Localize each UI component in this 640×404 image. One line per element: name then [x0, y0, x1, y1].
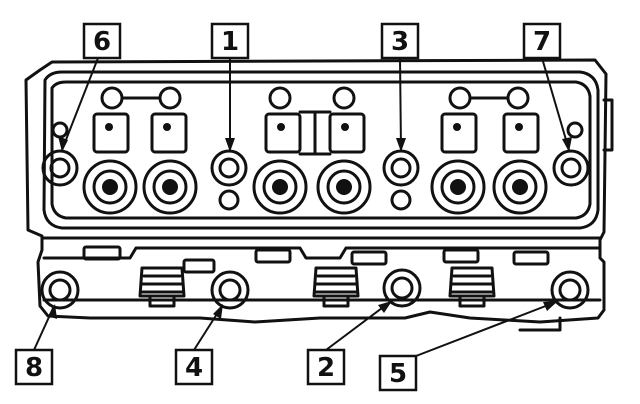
- valve-spring: [142, 159, 198, 215]
- bottom-tab: [518, 316, 562, 332]
- corner-screw: [51, 121, 69, 139]
- pedestal-bolt: [163, 123, 171, 131]
- small-hole: [390, 189, 412, 211]
- port-3: [254, 248, 292, 264]
- leader-5: [415, 301, 557, 357]
- arrowhead-5: [543, 301, 558, 311]
- callout-5: 5: [378, 354, 418, 392]
- arrowhead-1: [225, 138, 235, 152]
- port-4: [350, 250, 388, 266]
- rocker-pedestals: [92, 110, 540, 156]
- top-hole: [506, 86, 530, 110]
- valve-spring: [82, 159, 138, 215]
- callout-7-label: 7: [533, 27, 551, 57]
- callout-2-label: 2: [317, 353, 335, 383]
- callout-4: 4: [174, 348, 214, 386]
- head-outline: [24, 58, 608, 324]
- callout-6-label: 6: [93, 27, 111, 57]
- port-5: [442, 248, 480, 264]
- callout-8-label: 8: [25, 353, 43, 383]
- top-hole: [448, 86, 472, 110]
- leader-7: [541, 57, 570, 151]
- callout-3: 3: [380, 22, 420, 60]
- top-hole: [158, 86, 182, 110]
- pedestal-bolt: [105, 123, 113, 131]
- pedestal: [150, 112, 188, 154]
- head-bolt-4: [210, 270, 250, 310]
- leader-2: [325, 301, 391, 351]
- arrowhead-4: [213, 304, 223, 319]
- right-notch: [602, 98, 614, 152]
- callout-3-label: 3: [391, 27, 409, 57]
- head-bolts: [40, 149, 590, 310]
- arrowhead-7: [562, 137, 572, 152]
- pedestal: [92, 112, 130, 154]
- callout-5-label: 5: [389, 359, 407, 389]
- spark-plug: [138, 266, 186, 308]
- pedestal: [264, 112, 302, 154]
- intake-ports: [82, 245, 550, 274]
- pedestal: [502, 112, 540, 154]
- head-bolt-3: [382, 149, 420, 187]
- pedestal-bolt: [453, 123, 461, 131]
- arrowhead-2: [378, 301, 392, 313]
- head-bolt-8: [40, 270, 80, 310]
- pedestal-bolt: [277, 123, 285, 131]
- top-small-holes: [100, 86, 530, 110]
- callout-1-label: 1: [221, 27, 239, 57]
- corner-screw: [566, 121, 584, 139]
- port-2: [182, 258, 216, 274]
- rocker-rail: [42, 70, 600, 230]
- callouts: 6 1 3 7 8 4 2 5: [14, 22, 562, 392]
- head-bolt-7: [552, 149, 590, 187]
- valve-spring: [252, 159, 308, 215]
- valve-spring: [316, 159, 372, 215]
- head-bolt-1: [210, 149, 248, 187]
- valve-springs: [82, 159, 548, 215]
- cylinder-head-body: [24, 58, 614, 332]
- port-6: [512, 250, 550, 266]
- leader-6: [61, 57, 99, 151]
- leader-arrowheads: [48, 136, 572, 319]
- callout-6: 6: [82, 22, 122, 60]
- callout-2: 2: [306, 348, 346, 386]
- top-hole: [100, 86, 124, 110]
- arrowhead-3: [396, 138, 406, 152]
- center-bracket: [298, 110, 332, 156]
- callout-7: 7: [522, 22, 562, 60]
- arrowhead-8: [48, 304, 57, 319]
- pedestal-bolt: [341, 123, 349, 131]
- spark-plug: [312, 266, 360, 308]
- arrowhead-6: [58, 136, 68, 152]
- small-hole: [218, 189, 240, 211]
- spark-plugs: [138, 266, 496, 308]
- inner-rail: [50, 80, 592, 220]
- pedestal-bolt: [515, 123, 523, 131]
- callout-4-label: 4: [185, 353, 203, 383]
- valve-spring: [492, 159, 548, 215]
- head-bolt-6: [41, 149, 79, 187]
- leader-3: [399, 57, 402, 151]
- lower-deck-2: [42, 246, 602, 260]
- valve-spring: [430, 159, 486, 215]
- leader-lines: [33, 57, 570, 357]
- top-hole: [332, 86, 356, 110]
- pedestal: [440, 112, 478, 154]
- pedestal: [328, 112, 366, 154]
- callout-1: 1: [210, 22, 250, 60]
- head-bolt-5: [550, 270, 590, 310]
- port-1: [82, 245, 122, 261]
- callout-8: 8: [14, 348, 54, 386]
- top-hole: [268, 86, 292, 110]
- head-bolt-2: [382, 268, 422, 308]
- spark-plug: [448, 266, 496, 308]
